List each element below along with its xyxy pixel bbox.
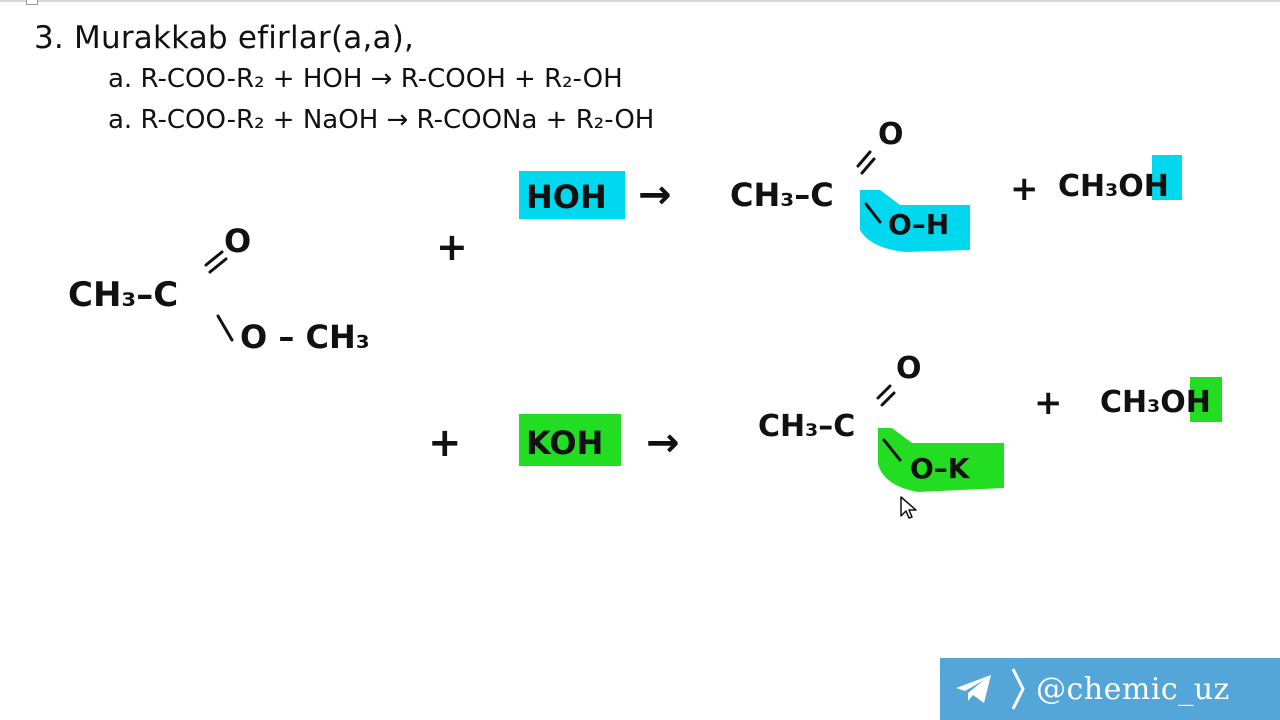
reagent-hoh: HOH: [526, 178, 607, 216]
channel-watermark[interactable]: @chemic_uz: [940, 658, 1280, 720]
product-bottom-group: O–K: [910, 452, 971, 485]
top-border: [0, 0, 1280, 2]
product-bottom-single: [882, 438, 902, 462]
alcohol-bottom: CH₃OH: [1100, 385, 1211, 420]
plus-bottom-2: +: [1034, 383, 1063, 423]
alcohol-top: CH₃OH: [1058, 169, 1169, 204]
channel-handle: @chemic_uz: [1036, 671, 1230, 707]
product-bottom-double-1: [876, 384, 892, 400]
saponification-equation: a. R-COO-R₂ + NaOH → R-COONa + R₂-OH: [108, 105, 655, 135]
telegram-icon: [940, 658, 1008, 720]
highlight-ch3oh-bottom: [1190, 377, 1222, 422]
highlight-hoh: [519, 171, 625, 219]
plus-bottom: +: [428, 420, 462, 466]
plus-top-2: +: [1010, 169, 1039, 209]
product-top-group: O–H: [888, 208, 949, 241]
highlight-ch3oh-top: [1152, 155, 1182, 200]
ester-double-bond-1: [204, 250, 224, 267]
highlight-oh-group: [860, 190, 970, 252]
product-top-double-2: [860, 157, 876, 175]
highlight-koh: [519, 414, 621, 466]
section-heading: 3. Murakkab efirlar(a,a),: [34, 20, 415, 56]
product-top-chain: CH₃–C: [730, 176, 834, 214]
product-bottom-double-2: [880, 391, 896, 407]
product-top-single: [864, 202, 882, 224]
product-top-o: O: [878, 117, 904, 152]
ester-double-bond-2: [208, 257, 228, 274]
arrow-top: →: [638, 172, 672, 218]
product-bottom-o: O: [896, 351, 922, 386]
mouse-cursor-icon: [900, 496, 917, 519]
highlight-ok-group: [878, 428, 1004, 492]
product-bottom-chain: CH₃–C: [758, 409, 855, 444]
plus-top: +: [436, 225, 468, 269]
window-corner-mark: [26, 0, 38, 5]
hydrolysis-equation: a. R-COO-R₂ + HOH → R-COOH + R₂-OH: [108, 64, 623, 94]
reagent-koh: KOH: [526, 424, 603, 462]
ester-carbonyl-o: O: [224, 222, 251, 260]
highlights: [519, 155, 1222, 492]
ester-left: CH₃–C: [68, 275, 178, 315]
product-top-double-1: [856, 150, 872, 168]
ester-single-bond: [216, 314, 234, 342]
chevron-right-icon: [1008, 658, 1028, 720]
arrow-bottom: →: [646, 420, 680, 466]
ester-right: O – CH₃: [240, 318, 370, 356]
